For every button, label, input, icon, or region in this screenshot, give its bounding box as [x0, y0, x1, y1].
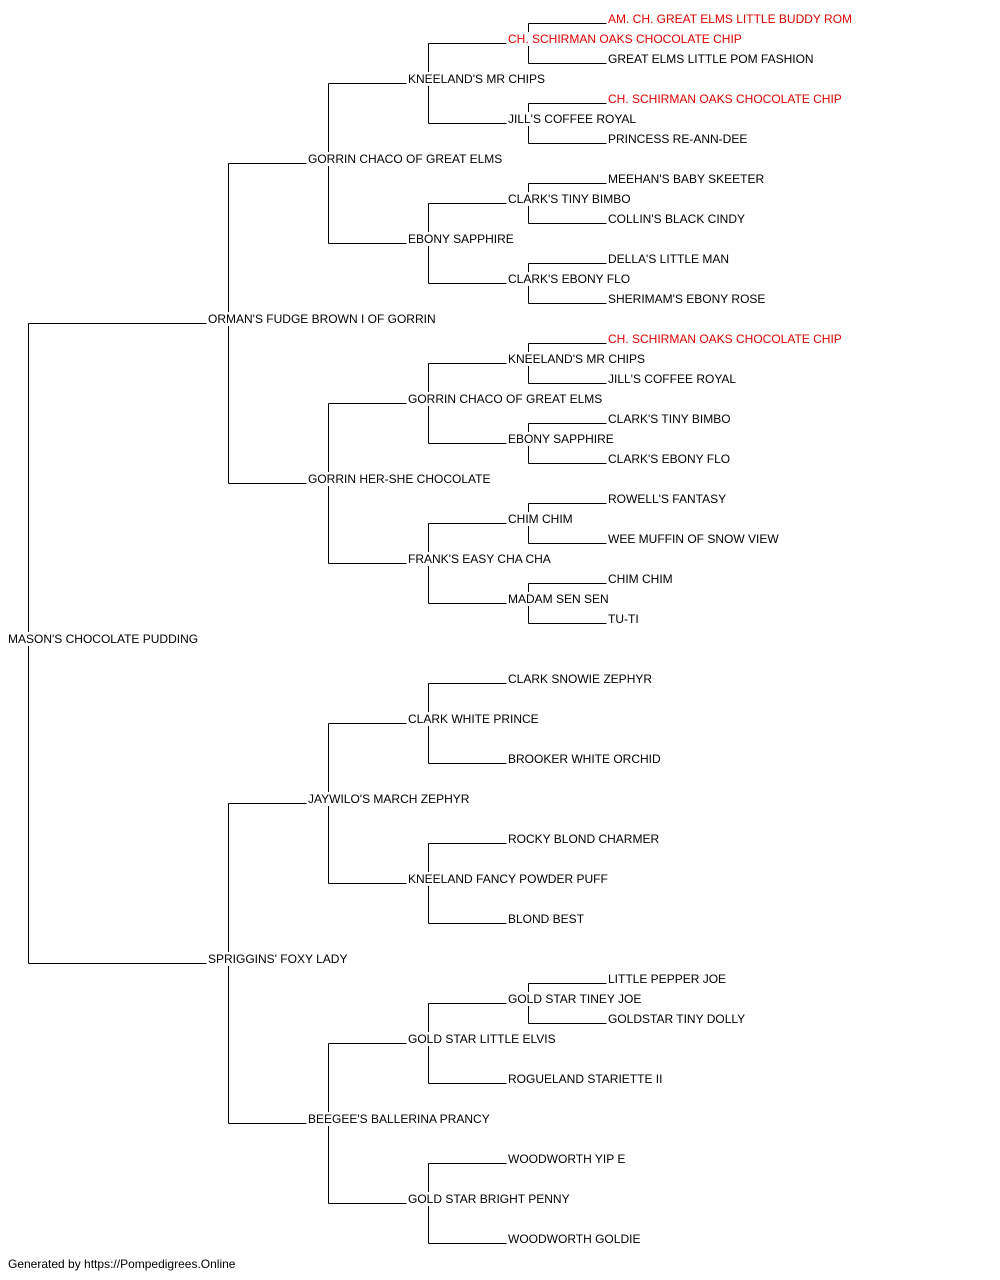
ancestor-dam-xsddsd[interactable]: WEE MUFFIN OF SNOW VIEW — [608, 532, 781, 546]
ancestor-sire-xssss[interactable]: CH. SCHIRMAN OAKS CHOCOLATE CHIP — [508, 32, 744, 46]
ancestor-dam-xdssd[interactable]: BROOKER WHITE ORCHID — [508, 752, 663, 766]
footer-credit: Generated by https://Pompedigrees.Online — [8, 1257, 236, 1271]
ancestor-dam-xsdddd[interactable]: TU-TI — [608, 612, 641, 626]
ancestor-sire-xsdsds[interactable]: CLARK'S TINY BIMBO — [608, 412, 733, 426]
ancestor-dam-xssddd[interactable]: SHERIMAM'S EBONY ROSE — [608, 292, 768, 306]
ancestor-dam-xsdsdd[interactable]: CLARK'S EBONY FLO — [608, 452, 733, 466]
ancestor-sire-xdsss[interactable]: CLARK SNOWIE ZEPHYR — [508, 672, 655, 686]
ancestor-sire-xdds[interactable]: GOLD STAR LITTLE ELVIS — [408, 1032, 558, 1046]
ancestor-dam-xddssd[interactable]: GOLDSTAR TINY DOLLY — [608, 1012, 748, 1026]
ancestor-dam-xsdssd[interactable]: JILL'S COFFEE ROYAL — [608, 372, 739, 386]
ancestor-dam-xdddd[interactable]: WOODWORTH GOLDIE — [508, 1232, 643, 1246]
ancestor-sire-xsdds[interactable]: CHIM CHIM — [508, 512, 575, 526]
ancestor-sire-xddss[interactable]: GOLD STAR TINEY JOE — [508, 992, 644, 1006]
ancestor-dam-xsssdd[interactable]: PRINCESS RE-ANN-DEE — [608, 132, 750, 146]
ancestor-sire-xsddds[interactable]: CHIM CHIM — [608, 572, 675, 586]
ancestor-sire-xdsds[interactable]: ROCKY BLOND CHARMER — [508, 832, 662, 846]
ancestor-sire-xds[interactable]: JAYWILO'S MARCH ZEPHYR — [308, 792, 472, 806]
ancestor-sire-xdss[interactable]: CLARK WHITE PRINCE — [408, 712, 541, 726]
ancestor-sire-xssds[interactable]: CLARK'S TINY BIMBO — [508, 192, 633, 206]
ancestor-sire-xssdss[interactable]: MEEHAN'S BABY SKEETER — [608, 172, 767, 186]
ancestor-dam-xssssd[interactable]: GREAT ELMS LITTLE POM FASHION — [608, 52, 816, 66]
ancestor-sire-xsdss[interactable]: KNEELAND'S MR CHIPS — [508, 352, 647, 366]
ancestor-dam-xssdd[interactable]: CLARK'S EBONY FLO — [508, 272, 633, 286]
ancestor-sire-xsss[interactable]: KNEELAND'S MR CHIPS — [408, 72, 547, 86]
ancestor-sire-xsdsss[interactable]: CH. SCHIRMAN OAKS CHOCOLATE CHIP — [608, 332, 844, 346]
ancestor-dam-xsddd[interactable]: MADAM SEN SEN — [508, 592, 611, 606]
ancestor-dam-xd[interactable]: SPRIGGINS' FOXY LADY — [208, 952, 350, 966]
ancestor-dam-xsssd[interactable]: JILL'S COFFEE ROYAL — [508, 112, 639, 126]
ancestor-dam-xssdsd[interactable]: COLLIN'S BLACK CINDY — [608, 212, 747, 226]
ancestor-sire-xs[interactable]: ORMAN'S FUDGE BROWN I OF GORRIN — [208, 312, 438, 326]
ancestor-dam-xssd[interactable]: EBONY SAPPHIRE — [408, 232, 516, 246]
ancestor-sire-xssdds[interactable]: DELLA'S LITTLE MAN — [608, 252, 731, 266]
ancestor-sire-xddsss[interactable]: LITTLE PEPPER JOE — [608, 972, 729, 986]
ancestor-sire-xddds[interactable]: WOODWORTH YIP E — [508, 1152, 628, 1166]
ancestor-dam-xdsd[interactable]: KNEELAND FANCY POWDER PUFF — [408, 872, 610, 886]
ancestor-dam-xsdsd[interactable]: EBONY SAPPHIRE — [508, 432, 616, 446]
ancestor-dam-xdsdd[interactable]: BLOND BEST — [508, 912, 587, 926]
ancestor-sire-xss[interactable]: GORRIN CHACO OF GREAT ELMS — [308, 152, 505, 166]
ancestor-sire-xsssss[interactable]: AM. CH. GREAT ELMS LITTLE BUDDY ROM — [608, 12, 855, 26]
ancestor-dam-xddd[interactable]: GOLD STAR BRIGHT PENNY — [408, 1192, 572, 1206]
ancestor-sire-xsssds[interactable]: CH. SCHIRMAN OAKS CHOCOLATE CHIP — [608, 92, 844, 106]
ancestor-subject-x[interactable]: MASON'S CHOCOLATE PUDDING — [8, 632, 201, 646]
ancestor-dam-xdd[interactable]: BEEGEE'S BALLERINA PRANCY — [308, 1112, 492, 1126]
ancestor-dam-xsd[interactable]: GORRIN HER-SHE CHOCOLATE — [308, 472, 493, 486]
ancestor-dam-xsdd[interactable]: FRANK'S EASY CHA CHA — [408, 552, 553, 566]
ancestor-sire-xsds[interactable]: GORRIN CHACO OF GREAT ELMS — [408, 392, 605, 406]
ancestor-sire-xsddss[interactable]: ROWELL'S FANTASY — [608, 492, 729, 506]
ancestor-dam-xddsd[interactable]: ROGUELAND STARIETTE II — [508, 1072, 665, 1086]
